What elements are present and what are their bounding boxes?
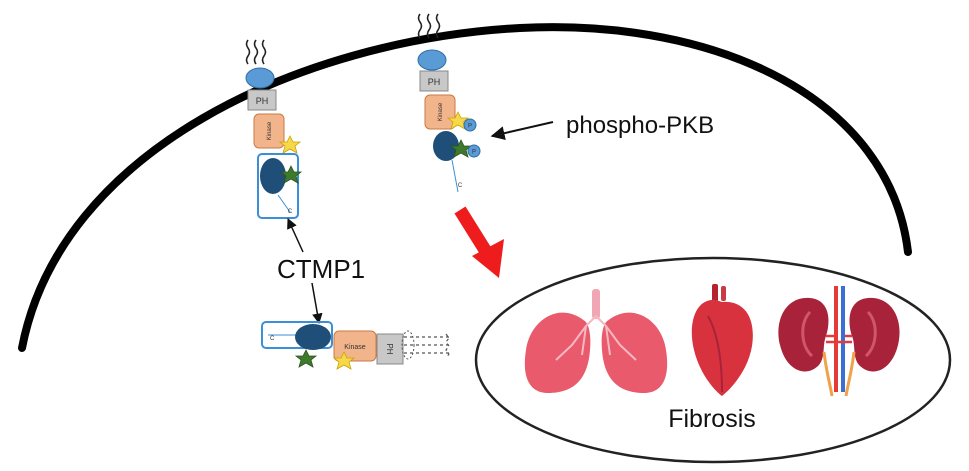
- phosphorylation-star-green: [279, 165, 303, 184]
- lipid-head-group: [417, 49, 447, 71]
- ph-domain-label: PH: [385, 343, 394, 354]
- lungs-icon: [524, 289, 668, 393]
- ctmp1-binding-box: [261, 321, 333, 349]
- ctmp1-protein: [260, 158, 286, 194]
- ctmp1-arrow-up: [287, 218, 304, 253]
- cell-membrane: [18, 23, 912, 352]
- kinase-domain: [253, 113, 285, 149]
- c-terminal-label: C: [458, 183, 463, 189]
- ctmp1-label: CTMP1: [277, 254, 365, 284]
- released-lipid-dashed-icon: [404, 333, 450, 359]
- ctmp1-arrow-down: [311, 282, 323, 325]
- lipid-tails-icon: [245, 39, 267, 65]
- fibrosis-label: Fibrosis: [668, 405, 756, 433]
- phosphorylation-star-yellow: [332, 351, 356, 370]
- phospho-pkb-complex: PH Kinase P P C: [417, 13, 481, 193]
- membrane-pkb-ctmp1-complex: PH Kinase C: [245, 39, 303, 219]
- ph-domain: [419, 70, 449, 92]
- heart-icon: [691, 284, 753, 396]
- kinase-domain: [424, 94, 456, 130]
- red-activation-arrow: [454, 206, 504, 278]
- organs-ellipse: [474, 256, 952, 464]
- phosphorylation-star-green: [449, 139, 473, 158]
- c-terminal-tail: [277, 194, 291, 213]
- c-terminal-label: C: [270, 336, 275, 342]
- c-terminal-tail: [451, 159, 459, 193]
- phosphate-group-2: [467, 144, 481, 158]
- cytosolic-pkb-ctmp1-complex: C Kinase PH: [261, 321, 450, 370]
- pkb-regulatory-domain: [433, 131, 459, 161]
- phosphorylation-star-yellow: [278, 135, 302, 154]
- ph-domain: [376, 333, 404, 365]
- ph-domain-label: PH: [256, 96, 269, 106]
- fibrosis-organs-panel: Fibrosis: [474, 256, 952, 464]
- c-terminal-label: C: [288, 209, 293, 215]
- kinase-domain-label: Kinase: [267, 121, 273, 140]
- phosphate-label-1: P: [468, 124, 472, 130]
- phospho-pkb-label: phospho-PKB: [566, 112, 714, 139]
- kinase-domain-label: Kinase: [344, 344, 366, 351]
- ctmp1-binding-box: [257, 153, 299, 219]
- released-head-group: [401, 330, 415, 360]
- lipid-tails-icon: [417, 13, 441, 39]
- ctmp1-protein: [295, 324, 331, 350]
- phosphorylation-star-yellow: [446, 111, 470, 130]
- phospho-pkb-pointer-arrow: [490, 121, 554, 141]
- kidneys-icon: [778, 286, 900, 397]
- phosphate-label-2: P: [472, 150, 476, 156]
- ph-domain: [247, 89, 277, 111]
- ph-domain-label: PH: [428, 77, 441, 87]
- phosphorylation-star-green: [294, 349, 318, 368]
- lipid-head-group: [245, 67, 275, 89]
- phosphate-group-1: [463, 118, 477, 132]
- kinase-domain-label: Kinase: [438, 102, 444, 121]
